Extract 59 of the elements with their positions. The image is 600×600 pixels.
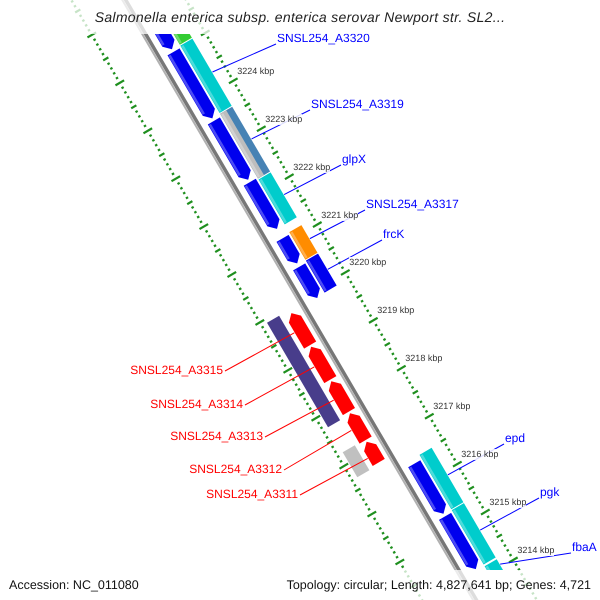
gene-label: SNSL254_A3311 — [206, 487, 298, 502]
gene-segment — [408, 460, 446, 514]
gene-label: epd — [505, 431, 526, 446]
scale-label: 3224 kbp — [237, 66, 274, 77]
gene-segment — [180, 38, 232, 113]
gene-segment — [348, 413, 374, 444]
gene-label: SNSL254_A3320 — [277, 31, 370, 46]
gene-label: SNSL254_A3319 — [311, 97, 404, 112]
scale-label: 3214 kbp — [517, 544, 554, 556]
scale-label: 3221 kbp — [321, 210, 358, 221]
gene-segment — [306, 254, 337, 293]
gene-label: SNSL254_A3315 — [130, 363, 223, 378]
gene-segment — [342, 444, 372, 478]
leader-line — [284, 430, 352, 470]
footer-text: Topology: circular; Length: 4,827,641 bp; Genes: 4,721 — [286, 576, 591, 594]
gene-segment — [208, 117, 251, 180]
gene-segment — [289, 225, 318, 260]
gene-segment — [364, 442, 387, 466]
leader-line — [224, 332, 295, 372]
scale-label: 3216 kbp — [461, 449, 498, 460]
gene-segment — [293, 263, 320, 298]
scale-label: 3215 kbp — [489, 496, 526, 508]
scale-label: 3217 kbp — [433, 401, 470, 412]
gene-label: fbaA — [572, 540, 597, 555]
scale-label: 3220 kbp — [349, 257, 386, 268]
gene-label: SNSL254_A3312 — [189, 462, 282, 477]
gene-segment — [420, 448, 464, 510]
gene-segment — [484, 559, 503, 570]
title: Salmonella enterica subsp. enterica serovar Newport str. SL2... — [94, 8, 506, 27]
gene-segment — [276, 234, 300, 264]
leader-line — [300, 458, 368, 496]
scale-label: 3223 kbp — [265, 114, 302, 125]
gene-label: SNSL254_A3313 — [170, 429, 263, 444]
gene-label: SNSL254_A3317 — [366, 197, 459, 212]
gene-segment — [308, 346, 338, 384]
gene-segment — [267, 315, 342, 428]
leader-line — [327, 240, 382, 270]
gene-segment — [328, 381, 358, 416]
gene-label: glpX — [342, 152, 366, 167]
footer-text: Accession: NC_011080 — [9, 576, 139, 594]
scale-label: 3218 kbp — [405, 353, 442, 364]
gene-segment — [258, 172, 297, 224]
leader-line — [500, 552, 572, 565]
gene-label: SNSL254_A3314 — [150, 397, 243, 412]
gene-segment — [168, 48, 215, 118]
gene-label: frcK — [383, 227, 404, 242]
gene-segment — [174, 34, 192, 45]
gene-segment — [154, 34, 174, 50]
scale-label: 3219 kbp — [377, 305, 414, 316]
gene-segment — [288, 313, 318, 349]
leader-line — [284, 164, 342, 196]
leader-line — [212, 44, 276, 72]
gene-segment — [439, 512, 478, 570]
leader-line — [244, 366, 315, 406]
gene-segment — [244, 178, 280, 229]
gene-label: pgk — [540, 485, 560, 500]
leader-line — [264, 400, 334, 438]
scale-label: 3222 kbp — [293, 162, 330, 173]
leader-line — [480, 498, 540, 531]
